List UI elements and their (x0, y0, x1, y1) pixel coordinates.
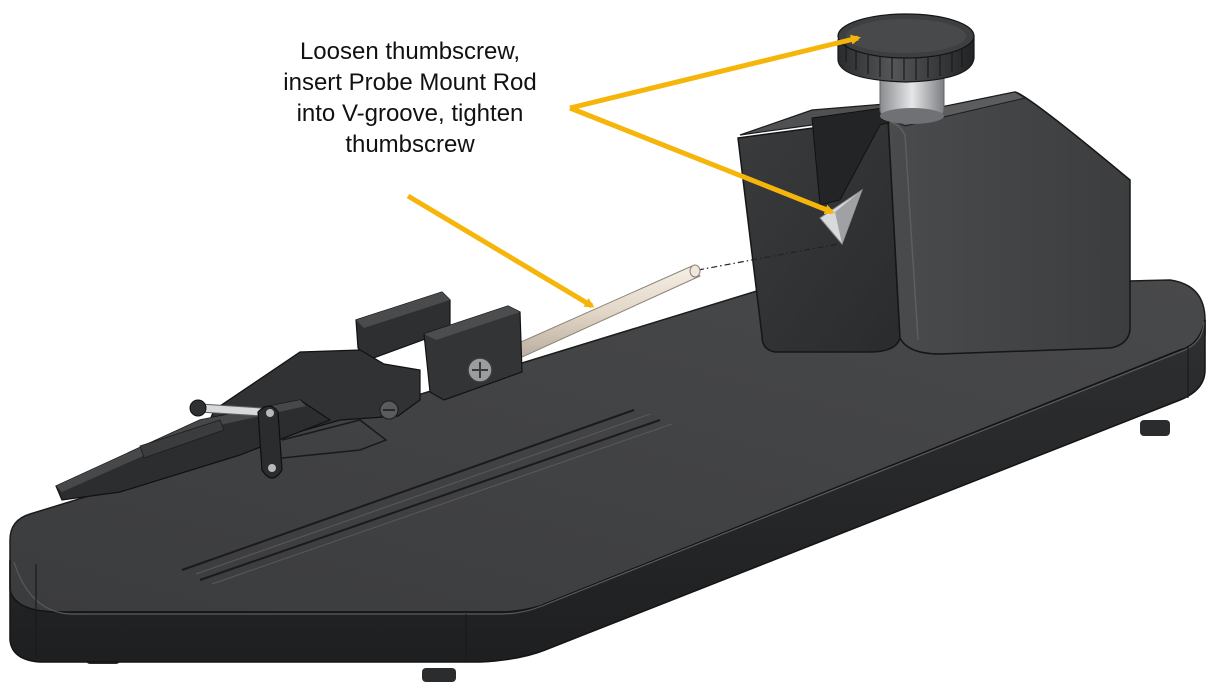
arrow-to-thumbscrew (569, 34, 861, 111)
base-plate (9, 279, 1206, 663)
arrow-to-probe-rod (406, 193, 595, 309)
alignment-line (697, 243, 839, 271)
callout-arrows (406, 34, 861, 309)
callout-line-3: into V-groove, tighten (296, 100, 524, 127)
probe-clamp (55, 291, 523, 501)
instruction-callout: Loosen thumbscrew, insert Probe Mount Ro… (240, 36, 580, 160)
thumbscrew (837, 13, 975, 124)
arrow-to-v-groove (569, 105, 835, 215)
callout-line-2: insert Probe Mount Rod (283, 69, 537, 96)
v-groove-block (737, 91, 1131, 355)
callout-line-4: thumbscrew (345, 131, 475, 158)
callout-line-1: Loosen thumbscrew, (299, 38, 521, 65)
